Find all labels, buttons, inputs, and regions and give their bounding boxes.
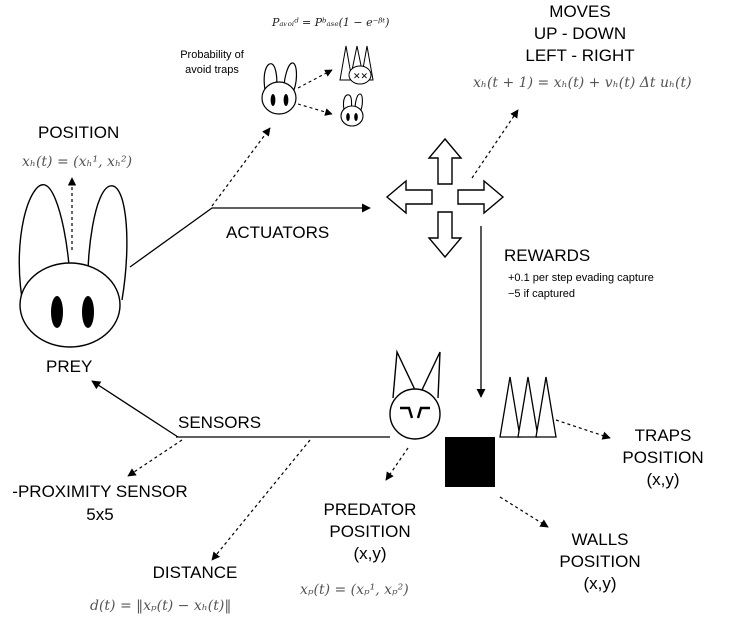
distance-label: DISTANCE — [153, 563, 238, 582]
small-prey-icon — [261, 62, 298, 115]
traps-icon — [499, 376, 557, 438]
predator-position-arrow — [385, 447, 409, 481]
moves-left-right: LEFT - RIGHT — [525, 46, 634, 65]
walls-label-2: POSITION — [559, 552, 640, 571]
probability-label-1: Probability of — [180, 49, 245, 61]
sensors-arrow — [91, 380, 179, 438]
escaped-arrow — [297, 103, 333, 116]
escaped-prey-icon — [340, 93, 364, 127]
reward-captured: −5 if captured — [508, 288, 575, 300]
predator-right-brow — [416, 406, 430, 419]
moves-title: MOVES — [549, 2, 610, 21]
prey-creature — [18, 184, 128, 348]
arrow-down-icon — [427, 211, 463, 259]
predator-label-2: POSITION — [329, 522, 410, 541]
reward-evade: +0.1 per step evading capture — [508, 272, 654, 284]
rewards-label: REWARDS — [504, 246, 590, 265]
predator-left-brow — [400, 406, 414, 419]
sensors-label: SENSORS — [178, 413, 261, 432]
predator-right-ear — [420, 351, 441, 399]
svg-text:✕✕: ✕✕ — [353, 71, 368, 81]
proximity-size: 5x5 — [86, 505, 113, 524]
predator-label-3: (x,y) — [353, 544, 386, 563]
probability-arrow — [211, 127, 271, 207]
p-avoid-formula: Pₐᵥₒᵢᵈ = Pᵇₐₛₑ(1 − e⁻ᵝᵗ) — [271, 16, 389, 29]
moves-arrow — [471, 109, 519, 179]
actuators-arrow — [129, 203, 371, 268]
prey-left-eye — [51, 296, 63, 328]
traps-arrow — [555, 419, 611, 440]
arrow-right-icon — [457, 179, 505, 215]
prey-head — [19, 262, 121, 348]
walls-label-1: WALLS — [571, 530, 628, 549]
caught-arrow — [297, 69, 333, 89]
moves-formula: xₕ(t + 1) = xₕ(t) + vₕ(t) Δt uₕ(t) — [473, 75, 692, 91]
prey-position-formula: xₕ(t) = (xₕ¹, xₕ²) — [22, 154, 132, 170]
distance-formula: d(t) = ‖xₚ(t) − xₕ(t)‖ — [90, 598, 231, 614]
traps-label-3: (x,y) — [646, 470, 679, 489]
predator-position-formula: xₚ(t) = (xₚ¹, xₚ²) — [300, 582, 409, 598]
position-label: POSITION — [38, 123, 119, 142]
traps-label-2: POSITION — [622, 448, 703, 467]
arrow-left-icon — [385, 179, 433, 215]
direction-arrows — [385, 137, 505, 259]
predator-creature — [389, 349, 441, 440]
predator-head — [389, 388, 441, 440]
traps-label-1: TRAPS — [635, 426, 692, 445]
arrow-up-icon — [427, 137, 463, 185]
prey-label: PREY — [46, 357, 92, 376]
predator-left-ear — [392, 349, 417, 399]
caught-prey-icon: ✕✕ — [339, 45, 374, 85]
probability-label-2: avoid traps — [185, 64, 239, 76]
walls-label-3: (x,y) — [583, 574, 616, 593]
wall-block — [445, 437, 495, 487]
moves-up-down: UP - DOWN — [534, 24, 626, 43]
walls-arrow — [499, 496, 549, 528]
prey-right-eye — [82, 296, 94, 328]
distance-arrow — [211, 439, 311, 561]
predator-label-1: PREDATOR — [324, 500, 417, 519]
actuators-label: ACTUATORS — [226, 223, 329, 242]
proximity-label: -PROXIMITY SENSOR — [12, 482, 187, 501]
proximity-arrow — [127, 439, 183, 477]
